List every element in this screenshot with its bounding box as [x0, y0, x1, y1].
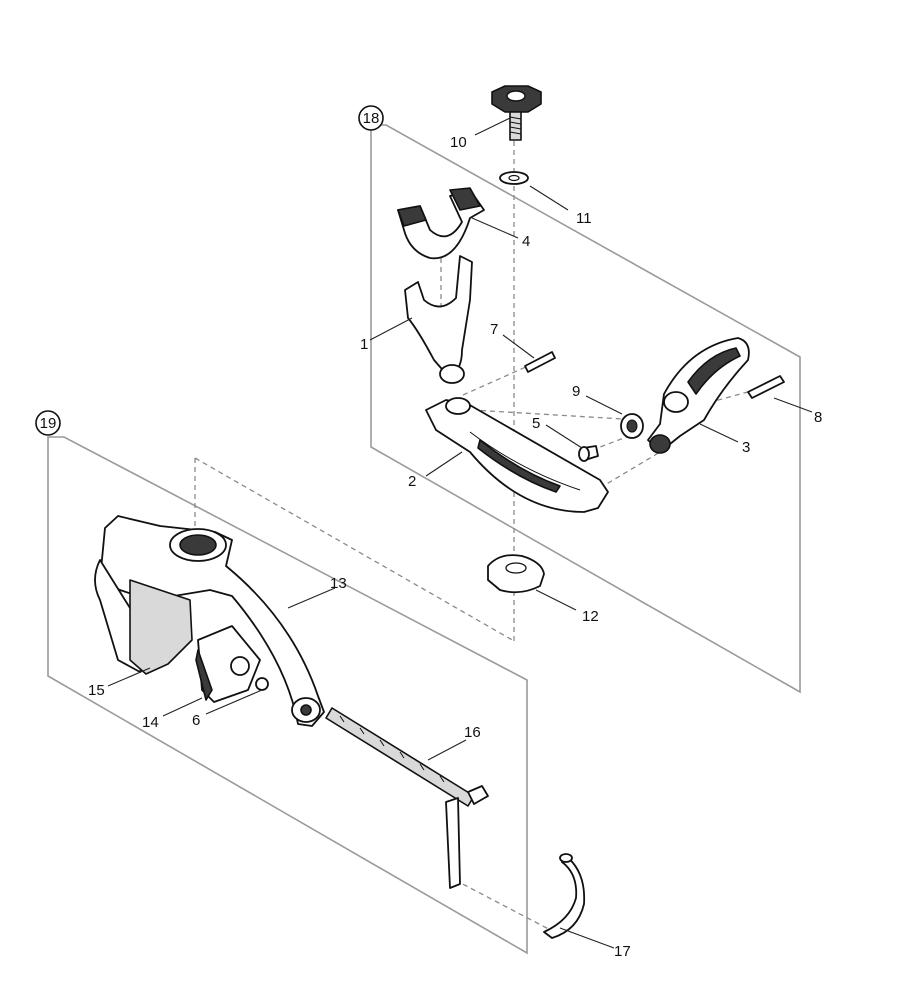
pin-part-8: [747, 375, 785, 399]
spring-clip-part-17: [543, 853, 586, 939]
callout-15: 15: [88, 682, 105, 699]
group-label-18: 18: [358, 105, 384, 131]
callout-8: 8: [814, 409, 822, 426]
callout-5: 5: [532, 415, 540, 432]
callout-7: 7: [490, 321, 498, 338]
pin-part-7: [524, 351, 556, 373]
callout-10: 10: [450, 134, 467, 151]
assembly-19-frame: [47, 436, 528, 955]
group-label-19: 19: [35, 410, 61, 436]
leader-lines: [107, 117, 813, 949]
ring-part-6: [255, 677, 269, 691]
callout-4: 4: [522, 233, 530, 250]
group-19-text: 19: [40, 415, 57, 432]
callout-3: 3: [742, 439, 750, 456]
curved-arm-part-2: [425, 397, 609, 513]
cam-block-part-12: [487, 554, 545, 594]
frame-insert-part-15: [129, 579, 193, 675]
pin-part-5: [578, 445, 599, 462]
callout-2: 2: [408, 473, 416, 490]
callout-13: 13: [330, 575, 347, 592]
callout-1: 1: [360, 336, 368, 353]
bushing-part-9: [620, 413, 644, 439]
alignment-lines: [194, 141, 756, 936]
callout-16: 16: [464, 724, 481, 741]
washer-part-11: [499, 171, 529, 185]
jaw-holder-part-1: [404, 255, 473, 384]
wing-knob-part-10: [491, 85, 542, 141]
clamp-pad-part-14: [195, 625, 261, 703]
callout-9: 9: [572, 383, 580, 400]
assembly-18-frame: [370, 124, 801, 694]
threaded-rod-part-16: [325, 707, 489, 889]
callout-17: 17: [614, 943, 631, 960]
callout-labels: 1 2 3 4 5 6 7 8 9 10 11 12 13 14 15 16 1…: [88, 134, 822, 960]
group-18-text: 18: [363, 110, 380, 127]
jaw-pads-part-4: [397, 187, 485, 260]
callout-12: 12: [582, 608, 599, 625]
callout-11: 11: [576, 210, 592, 227]
lever-part-3: [647, 337, 750, 454]
callout-14: 14: [142, 714, 159, 731]
callout-6: 6: [192, 712, 200, 729]
